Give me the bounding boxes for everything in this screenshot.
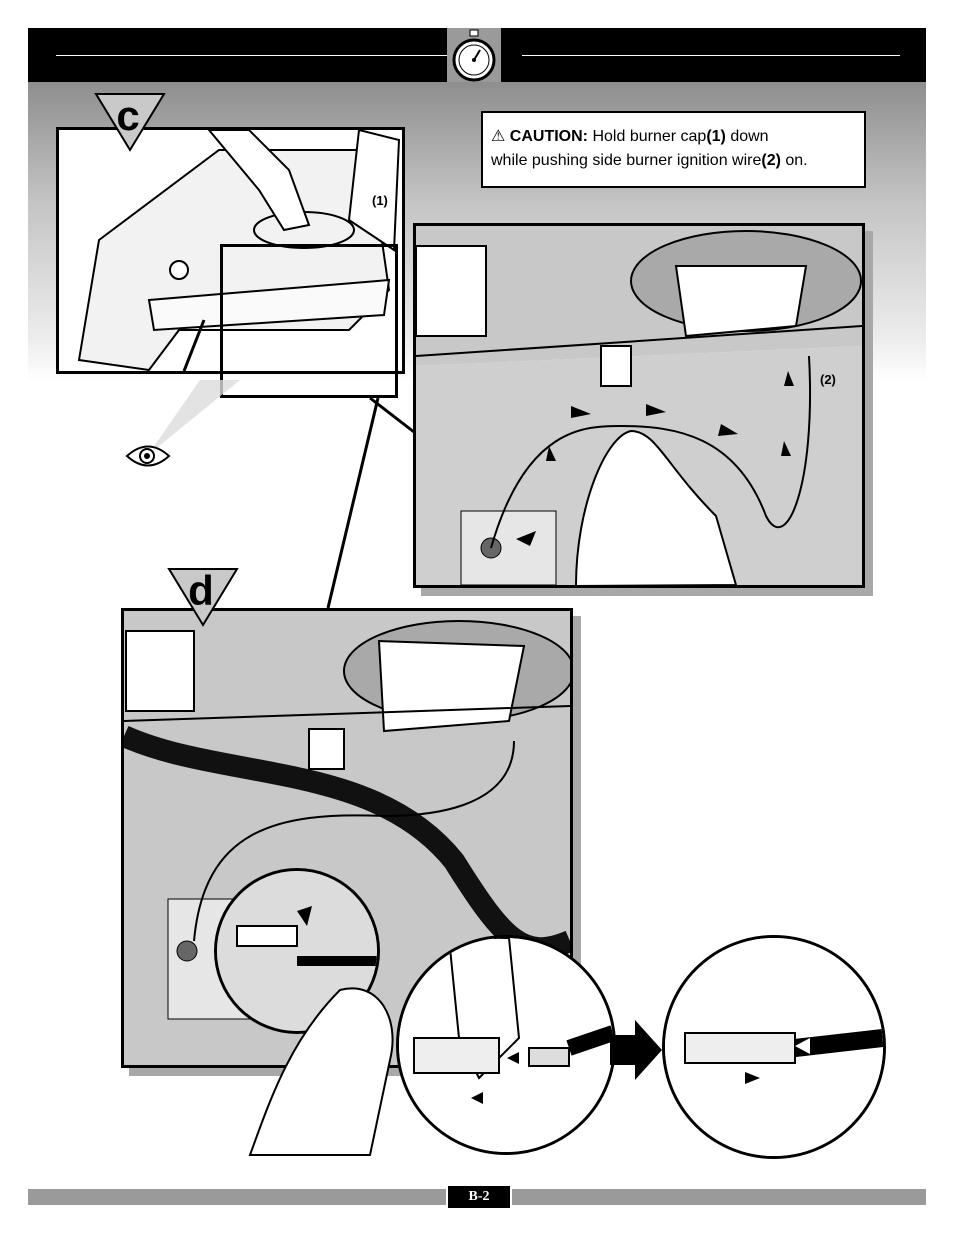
caution-label: CAUTION: (509, 128, 589, 145)
step-c-detail-illustration: (2) (413, 223, 865, 588)
stopwatch-icon (447, 28, 501, 86)
step-c-letter: c (116, 92, 139, 139)
page-number: B-2 (446, 1186, 512, 1208)
detail-circle-connected (662, 935, 886, 1159)
header-rule-right (522, 55, 900, 56)
eye-icon (125, 441, 171, 471)
callout-burner-cap: (1) (372, 193, 388, 208)
caution-box: ⚠ CAUTION: Hold burner cap(1) down while… (481, 111, 866, 188)
result-arrow-icon (610, 1020, 662, 1080)
caution-ref-2: (2) (761, 152, 781, 169)
step-c-tag: c (92, 88, 172, 158)
step-c-overview-illustration (56, 127, 405, 374)
caution-text-2: down (725, 128, 769, 145)
caution-text-4: on. (780, 152, 808, 169)
hand-illustration (248, 987, 394, 1156)
step-d-tag: d (165, 563, 245, 633)
callout-ignition-wire: (2) (820, 372, 836, 387)
step-d-letter: d (188, 567, 214, 614)
header-rule-left (56, 55, 460, 56)
caution-text-1: Hold burner cap (588, 128, 707, 145)
caution-text-3: while pushing side burner ignition wire (491, 152, 762, 169)
detail-circle-connecting (396, 935, 616, 1155)
zoom-frame (220, 244, 398, 398)
caution-ref-1: (1) (706, 128, 726, 145)
warning-triangle-icon: ⚠ (491, 128, 506, 145)
